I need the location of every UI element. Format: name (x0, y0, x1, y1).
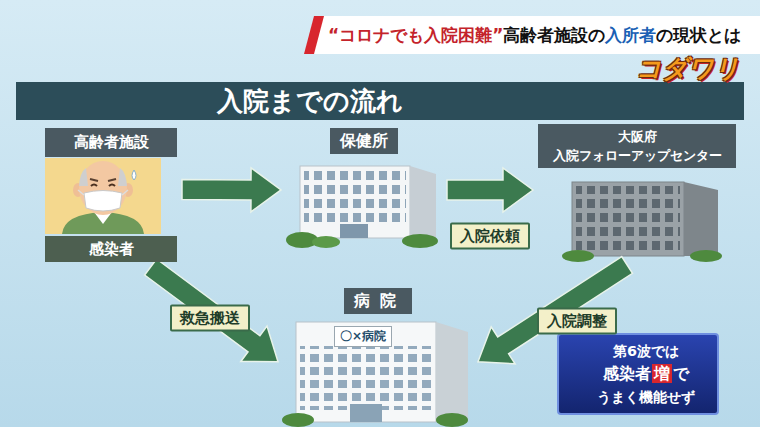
headline-part: 高齢者施設の (503, 25, 605, 45)
health-center-box: 保健所 (286, 128, 442, 246)
follow-up-heading: 大阪府 入院フォローアップセンター (538, 124, 736, 168)
facility-box: 高齢者施設感染者 (45, 128, 177, 262)
edge-label: 救急搬送 (170, 305, 250, 332)
edge-label: 入院調整 (537, 308, 617, 335)
program-logo: コダワリ (636, 52, 740, 85)
headline-row: “コロナでも入院困難”高齢者施設の入所者の現状とは (328, 18, 741, 52)
headline-banner (312, 16, 760, 54)
health-center-building (286, 166, 438, 248)
title-band (16, 82, 744, 120)
hospital-box: 病院〇×病院 (283, 288, 473, 422)
flow-arrow (182, 168, 281, 212)
infected-label: 感染者 (45, 236, 177, 262)
text-line: 第6波では (558, 340, 734, 362)
text-line: 〇×病院 (283, 325, 473, 347)
text-line: 病院 (283, 288, 473, 314)
text-line: 大阪府 入院フォローアップセンター (538, 124, 736, 168)
follow-up-center-box: 大阪府 入院フォローアップセンター (538, 124, 736, 260)
hospital-sign: 〇×病院 (334, 326, 392, 347)
edge-label: 入院依頼 (450, 222, 530, 249)
follow-up-center-building (562, 182, 722, 262)
banner-stripe (304, 16, 324, 54)
headline-part: の現状とは (656, 25, 741, 45)
elderly-man-illustration (45, 158, 161, 234)
text-line: うまく機能せず (558, 386, 734, 408)
diagram-title: 入院までの流れ (16, 82, 744, 120)
health-center-heading: 保健所 (330, 128, 398, 154)
highlight-mark: 増 (652, 364, 672, 383)
hospital-building (282, 322, 468, 427)
text-line: 高齢者施設 (45, 128, 177, 157)
callout-text: 感染者 (603, 363, 651, 385)
text-line: 感染者 (45, 236, 177, 262)
flow-arrow (447, 168, 533, 212)
facility-heading: 高齢者施設 (45, 128, 177, 157)
callout-box: 第6波では感染者増でうまく機能せず (558, 334, 734, 414)
text-line: 感染者増で (558, 363, 734, 385)
headline-part: 入所者 (605, 25, 656, 45)
text-line: 保健所 (286, 128, 442, 154)
callout-text: で (673, 363, 689, 385)
callout-text: うまく機能せず (558, 386, 734, 408)
hospital-heading: 病院 (344, 288, 412, 314)
callout-text: 第6波では (558, 340, 734, 362)
flow-arrow (478, 257, 633, 364)
flow-arrow (145, 259, 278, 362)
headline-part: “コロナでも入院困難” (328, 25, 503, 45)
